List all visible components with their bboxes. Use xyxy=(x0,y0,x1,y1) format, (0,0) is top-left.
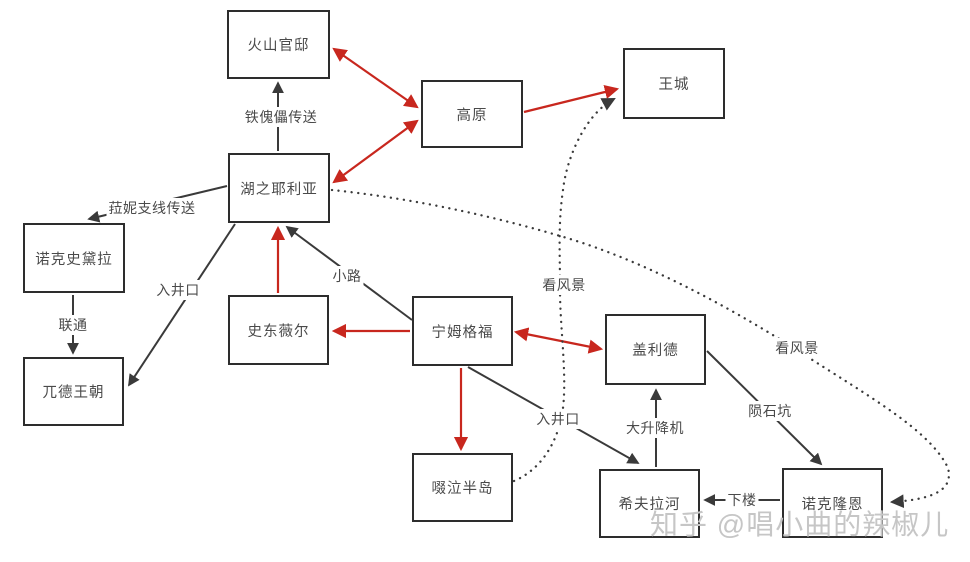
edge-label-well-entrance-2: 入井口 xyxy=(534,409,582,429)
node-eternal-dynasty: 兀德王朝 xyxy=(23,357,124,426)
node-nokron-label: 诺克隆恩 xyxy=(801,496,864,513)
zhihu-watermark: 知乎 @唱小曲的辣椒儿 xyxy=(650,509,950,540)
edge-label-viewpoint-1: 看风景 xyxy=(540,275,588,295)
node-eternal-dynasty-label: 兀德王朝 xyxy=(42,385,105,401)
node-royal-capital: 王城 xyxy=(623,48,725,119)
node-stormveil: 史东薇尔 xyxy=(228,295,329,365)
edge-label-well-entrance-1: 入井口 xyxy=(154,280,202,300)
edge-label-connected: 联通 xyxy=(56,315,90,335)
node-plateau: 高原 xyxy=(421,80,523,148)
edge-label-downstairs: 下楼 xyxy=(725,490,759,510)
edge-liurnia-nokron-dotted xyxy=(330,188,951,509)
node-caelid-label: 盖利德 xyxy=(632,343,679,359)
edge-liurnia-plateau xyxy=(332,119,419,184)
node-caelid: 盖利德 xyxy=(605,314,706,385)
node-volcano-manor: 火山官邸 xyxy=(227,10,330,79)
edge-label-great-lift: 大升降机 xyxy=(624,418,686,438)
edge-label-meteor-crater: 陨石坑 xyxy=(746,401,794,421)
node-siofra-river: 希夫拉河 xyxy=(599,469,700,538)
edge-volcano-plateau xyxy=(332,47,419,109)
node-nokstella-label: 诺克史黛拉 xyxy=(35,251,113,268)
edge-label-trail: 小路 xyxy=(330,266,364,286)
edge-label-ranni-quest-teleport: 菈妮支线传送 xyxy=(106,198,198,218)
edge-label-iron-golem-teleport: 铁傀儡传送 xyxy=(242,107,320,127)
node-nokstella: 诺克史黛拉 xyxy=(23,223,125,293)
node-nokron: 诺克隆恩 xyxy=(782,468,883,538)
edge-limgrave-caelid xyxy=(513,327,604,354)
node-limgrave-label: 宁姆格福 xyxy=(431,324,494,341)
node-weeping-peninsula-label: 啜泣半岛 xyxy=(431,481,494,497)
node-liurnia-label: 湖之耶利亚 xyxy=(240,181,318,198)
edge-plateau-royal-capital xyxy=(523,84,620,114)
node-plateau-label: 高原 xyxy=(456,107,488,124)
edge-liurnia-eternal-dynasty xyxy=(128,223,236,387)
node-volcano-manor-label: 火山官邸 xyxy=(247,38,310,54)
edge-label-viewpoint-2: 看风景 xyxy=(773,338,821,358)
node-stormveil-label: 史东薇尔 xyxy=(247,323,310,340)
node-limgrave: 宁姆格福 xyxy=(412,296,513,366)
node-weeping-peninsula: 啜泣半岛 xyxy=(412,453,513,522)
node-royal-capital-label: 王城 xyxy=(658,77,690,93)
node-siofra-river-label: 希夫拉河 xyxy=(618,497,681,513)
node-liurnia: 湖之耶利亚 xyxy=(228,153,330,223)
